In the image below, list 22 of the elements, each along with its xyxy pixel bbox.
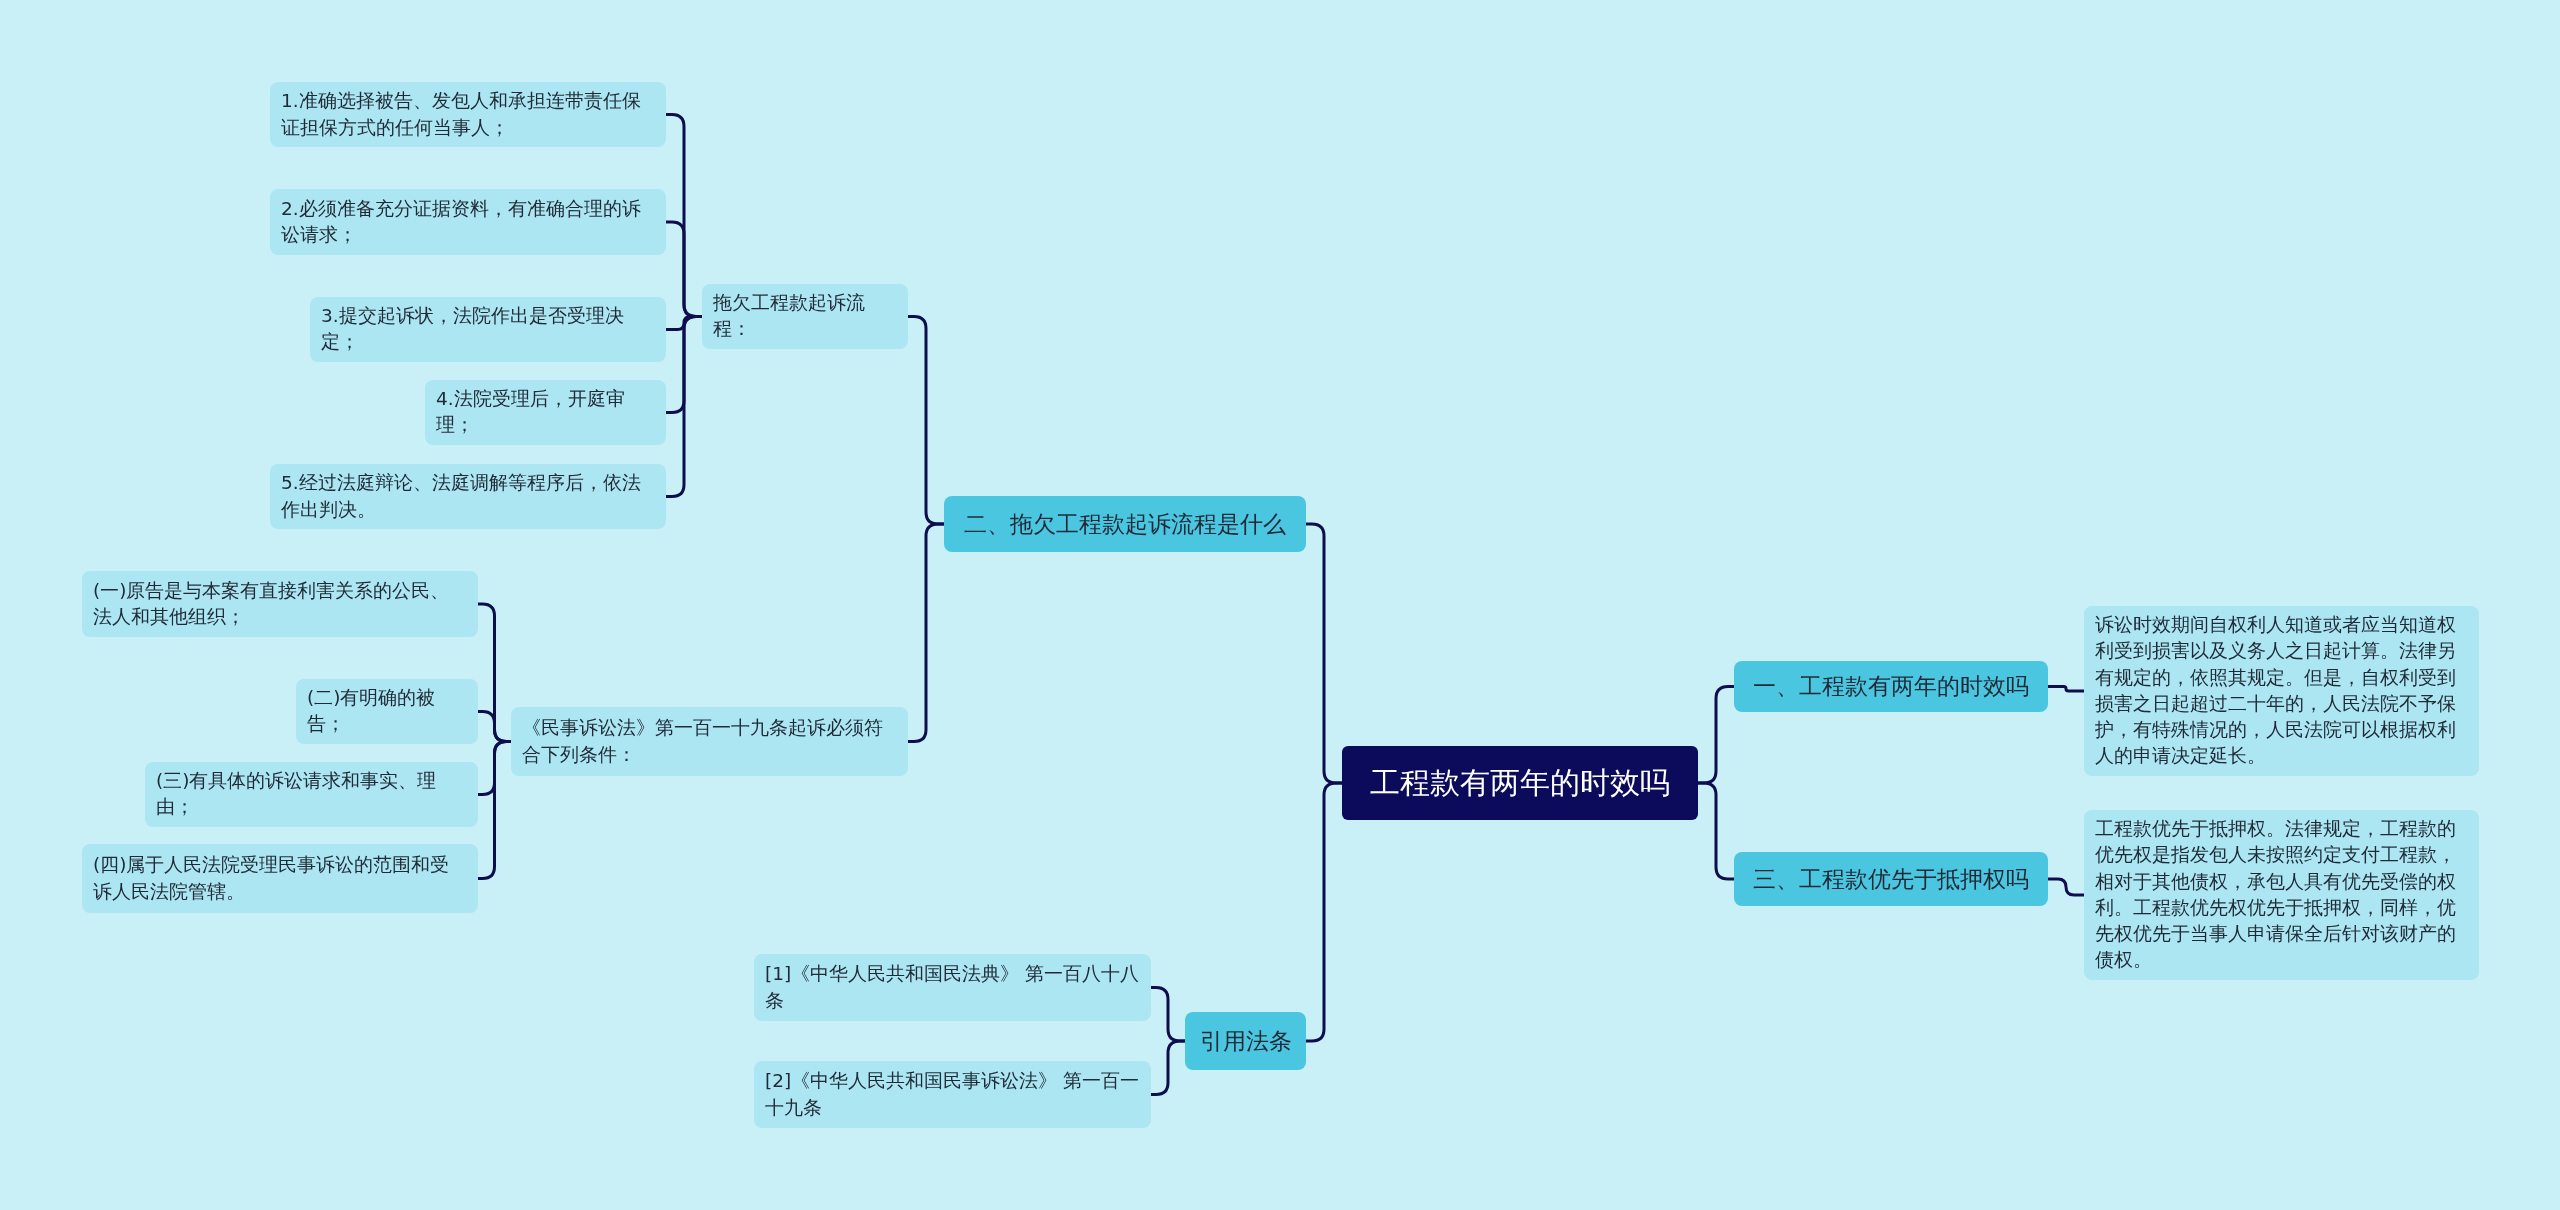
note-box: 1.准确选择被告、发包人和承担连带责任保证担保方式的任何当事人； bbox=[270, 82, 666, 147]
connector-line bbox=[2048, 685, 2084, 693]
branch-topic-box: 一、工程款有两年的时效吗 bbox=[1734, 661, 2048, 712]
note-box: (二)有明确的被告； bbox=[296, 679, 478, 744]
root-topic-box: 工程款有两年的时效吗 bbox=[1342, 746, 1698, 820]
note-box: 《民事诉讼法》第一百一十九条起诉必须符合下列条件： bbox=[511, 707, 908, 776]
note-box: 拖欠工程款起诉流程： bbox=[702, 284, 908, 349]
note-box: 诉讼时效期间自权利人知道或者应当知道权利受到损害以及义务人之日起计算。法律另有规定的，依照其规定。但是，自权利受到损害之日起超过二十年的，人民法院不予保护，有特殊情况的，人民法院可以根据权利人的申请决定延长。 bbox=[2084, 606, 2479, 776]
note-box: 4.法院受理后，开庭审理； bbox=[425, 380, 666, 445]
note-box: [2]《中华人民共和国民事诉讼法》 第一百一十九条 bbox=[754, 1061, 1151, 1128]
note-box: [1]《中华人民共和国民法典》 第一百八十八条 bbox=[754, 954, 1151, 1021]
branch-topic-box: 三、工程款优先于抵押权吗 bbox=[1734, 852, 2048, 906]
branch-topic-box: 二、拖欠工程款起诉流程是什么 bbox=[944, 496, 1306, 552]
note-box: 3.提交起诉状，法院作出是否受理决定； bbox=[310, 297, 666, 362]
note-box: (一)原告是与本案有直接利害关系的公民、法人和其他组织； bbox=[82, 571, 478, 637]
note-box: 5.经过法庭辩论、法庭调解等程序后，依法作出判决。 bbox=[270, 464, 666, 529]
note-box: 工程款优先于抵押权。法律规定，工程款的优先权是指发包人未按照约定支付工程款，相对于其他债权，承包人具有优先受偿的权利。工程款优先权优先于抵押权，同样，优先权优先于当事人申请保全后针对该财产的债权。 bbox=[2084, 810, 2479, 980]
note-box: 2.必须准备充分证据资料，有准确合理的诉讼请求； bbox=[270, 189, 666, 255]
branch-topic-box: 引用法条 bbox=[1185, 1012, 1306, 1070]
connector-line bbox=[2048, 877, 2084, 897]
note-box: (四)属于人民法院受理民事诉讼的范围和受诉人民法院管辖。 bbox=[82, 844, 478, 913]
note-box: (三)有具体的诉讼请求和事实、理由； bbox=[145, 762, 478, 827]
